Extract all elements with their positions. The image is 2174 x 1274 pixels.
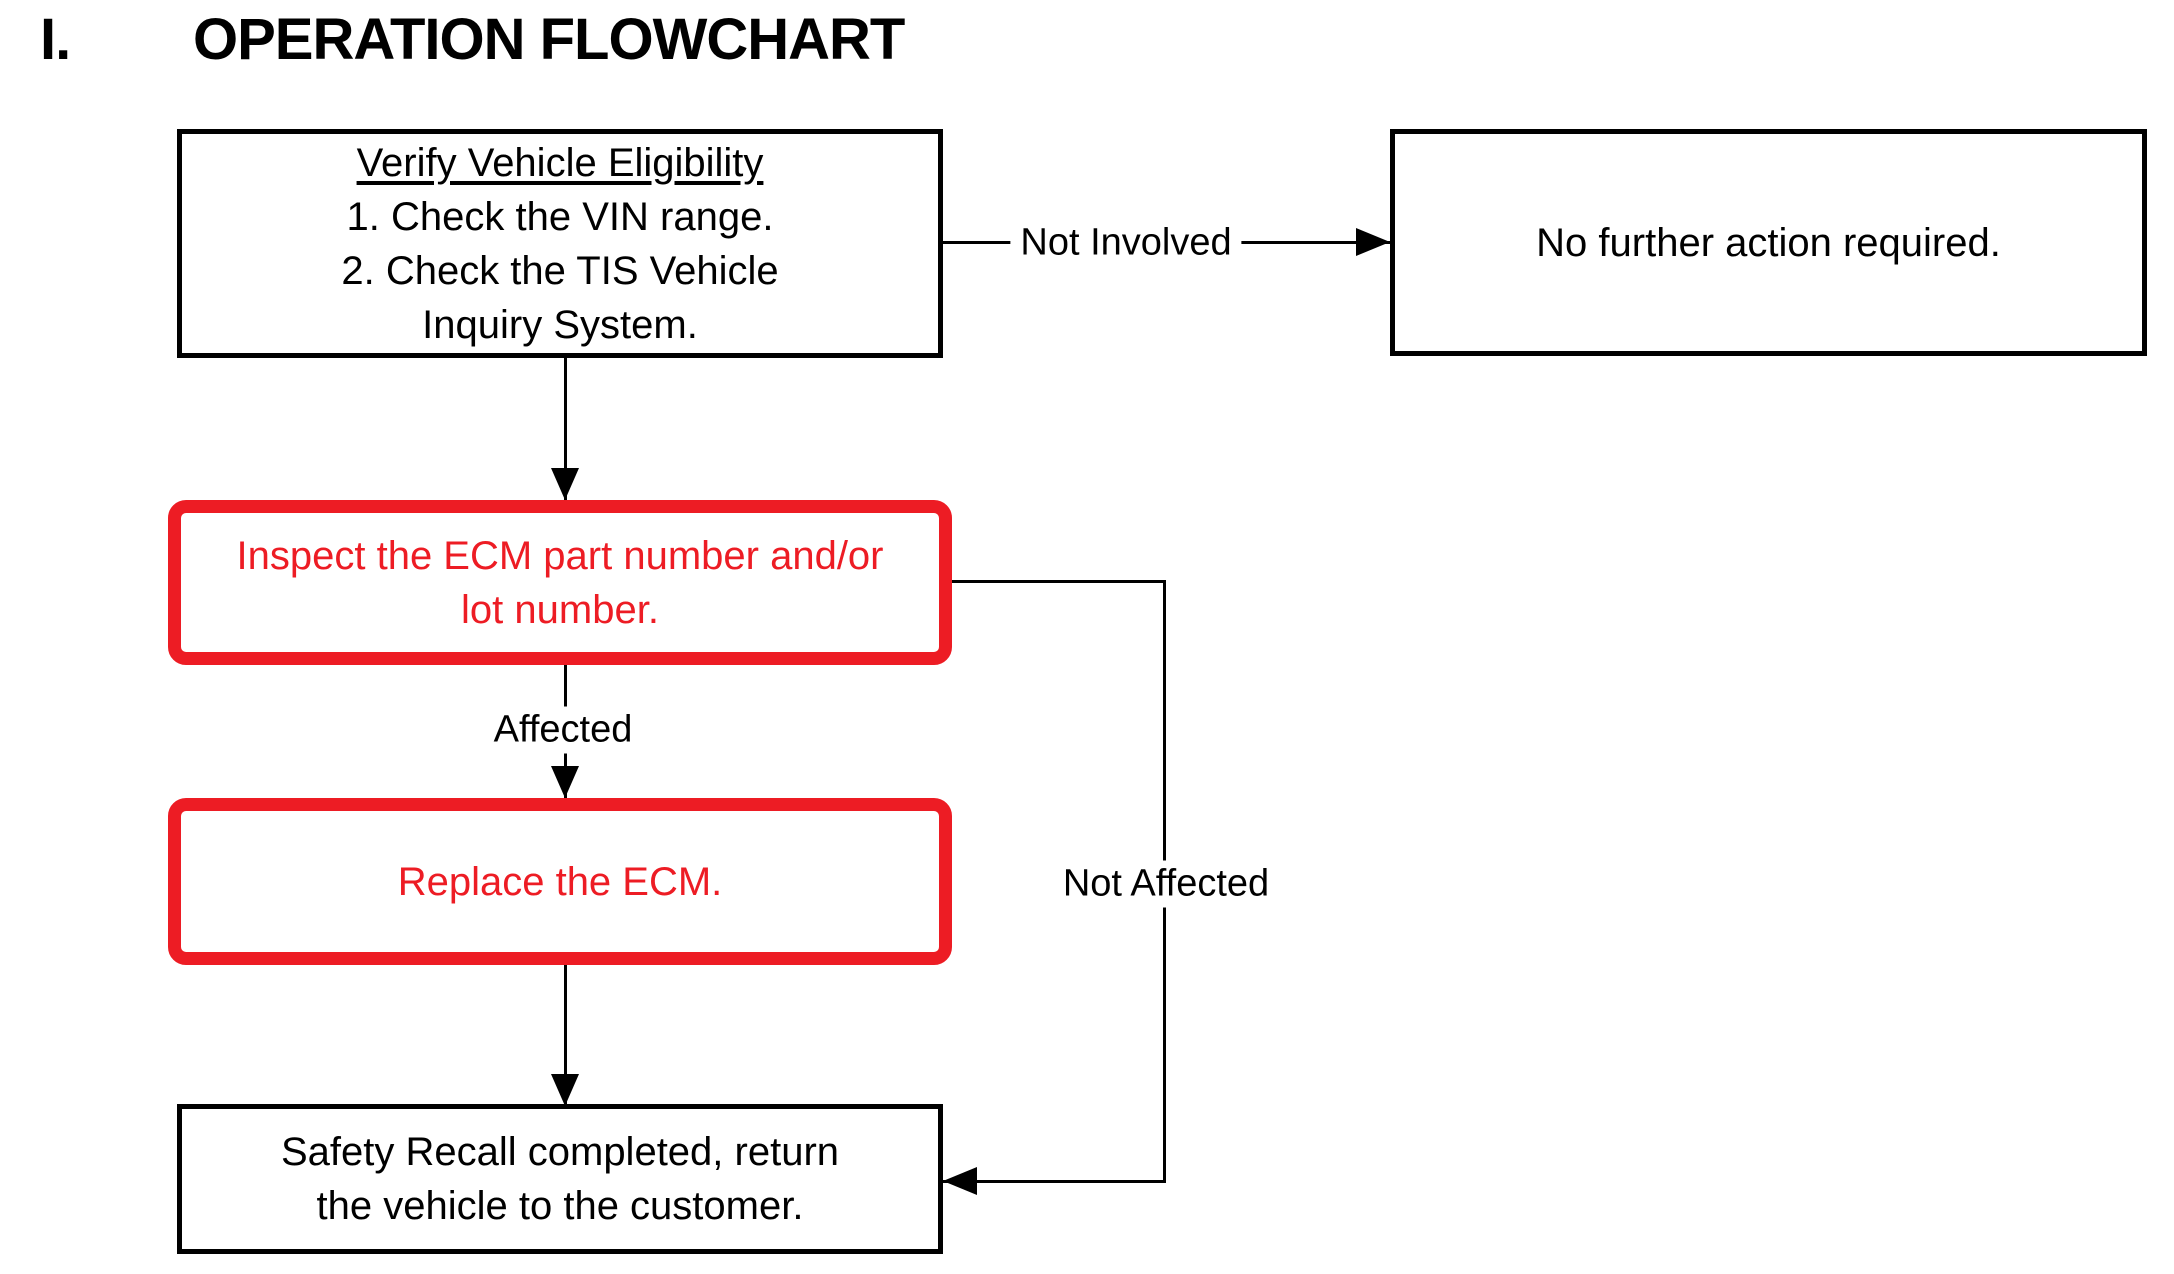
recall-complete-box: Safety Recall completed, return the vehi…	[177, 1104, 943, 1254]
section-numeral: I.	[40, 7, 71, 72]
verify-eligibility-box: Verify Vehicle Eligibility 1. Check the …	[177, 129, 943, 358]
arrowhead-left-icon	[943, 1167, 977, 1195]
connector-replace-complete-line	[564, 965, 567, 1106]
verify-eligibility-steps: 1. Check the VIN range. 2. Check the TIS…	[341, 194, 779, 347]
connector-verify-inspect-line	[564, 358, 567, 500]
connector-not-affected-top-line	[952, 580, 1166, 583]
arrowhead-right-icon	[1356, 228, 1390, 256]
inspect-ecm-box: Inspect the ECM part number and/or lot n…	[168, 500, 952, 665]
verify-eligibility-heading: Verify Vehicle Eligibility	[356, 140, 764, 185]
inspect-ecm-text: Inspect the ECM part number and/or lot n…	[236, 533, 884, 632]
recall-complete-text: Safety Recall completed, return the vehi…	[280, 1130, 840, 1228]
arrowhead-down-icon	[551, 766, 579, 798]
arrowhead-down-icon	[551, 1074, 579, 1106]
replace-ecm-box: Replace the ECM.	[168, 798, 952, 965]
replace-ecm-text: Replace the ECM.	[397, 859, 723, 904]
edge-label-not-involved: Not Involved	[1010, 219, 1242, 267]
edge-label-not-affected: Not Affected	[1052, 860, 1280, 908]
no-action-box: No further action required.	[1390, 129, 2147, 356]
edge-label-affected: Affected	[483, 706, 643, 754]
arrowhead-down-icon	[551, 468, 579, 500]
connector-not-affected-bottom-line	[943, 1180, 1166, 1183]
page-title: OPERATION FLOWCHART	[193, 7, 905, 72]
no-action-text: No further action required.	[1536, 220, 2001, 265]
